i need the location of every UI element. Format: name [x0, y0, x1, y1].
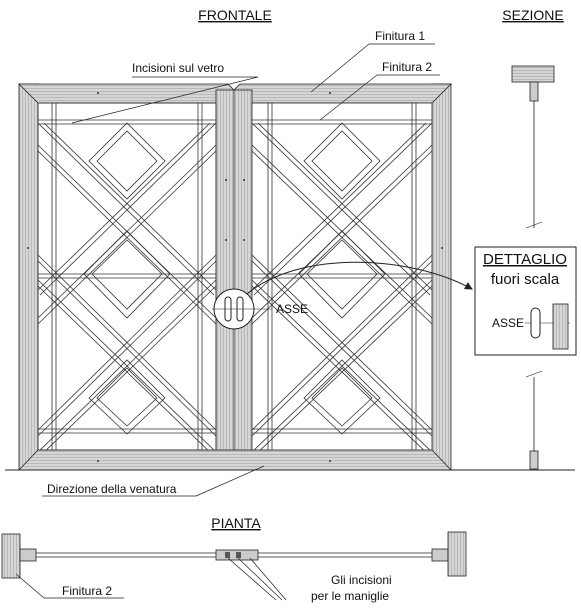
- detail-leader: [246, 261, 473, 295]
- detail-title: DETTAGLIO: [483, 251, 567, 268]
- incisioni-vetro-label: Incisioni sul vetro: [132, 61, 224, 75]
- sezione-header: SEZIONE: [502, 7, 563, 23]
- section-view: [511, 65, 555, 470]
- plan-view: [1, 531, 467, 579]
- detail-asse-label: ASSE: [492, 316, 524, 330]
- direzione-venatura-label: Direzione della venatura: [47, 482, 177, 496]
- incisioni-maniglie-line1: Gli incisioni: [331, 573, 392, 587]
- left-glass-panel: [27, 92, 227, 462]
- right-jamb: [431, 83, 452, 471]
- detail-subtitle: fuori scala: [491, 271, 560, 288]
- pianta-header: PIANTA: [211, 515, 261, 531]
- incisioni-maniglie-line2: per le maniglie: [311, 589, 389, 603]
- right-glass-panel: [243, 92, 443, 462]
- detail-box: DETTAGLIO fuori scala ASSE: [474, 246, 577, 356]
- asse-label: ASSE: [276, 302, 308, 316]
- finitura2-label-bottom: Finitura 2: [62, 584, 112, 598]
- plan-leaders: [15, 557, 287, 601]
- bottom-frame: [18, 449, 452, 471]
- handle-engravings: [212, 288, 272, 330]
- left-jamb: [18, 83, 39, 471]
- leader-lines: [42, 43, 440, 497]
- finitura1-label: Finitura 1: [375, 29, 425, 43]
- finitura2-label-top: Finitura 2: [382, 60, 432, 74]
- frontale-header: FRONTALE: [198, 7, 272, 23]
- front-elevation: ASSE: [5, 83, 575, 471]
